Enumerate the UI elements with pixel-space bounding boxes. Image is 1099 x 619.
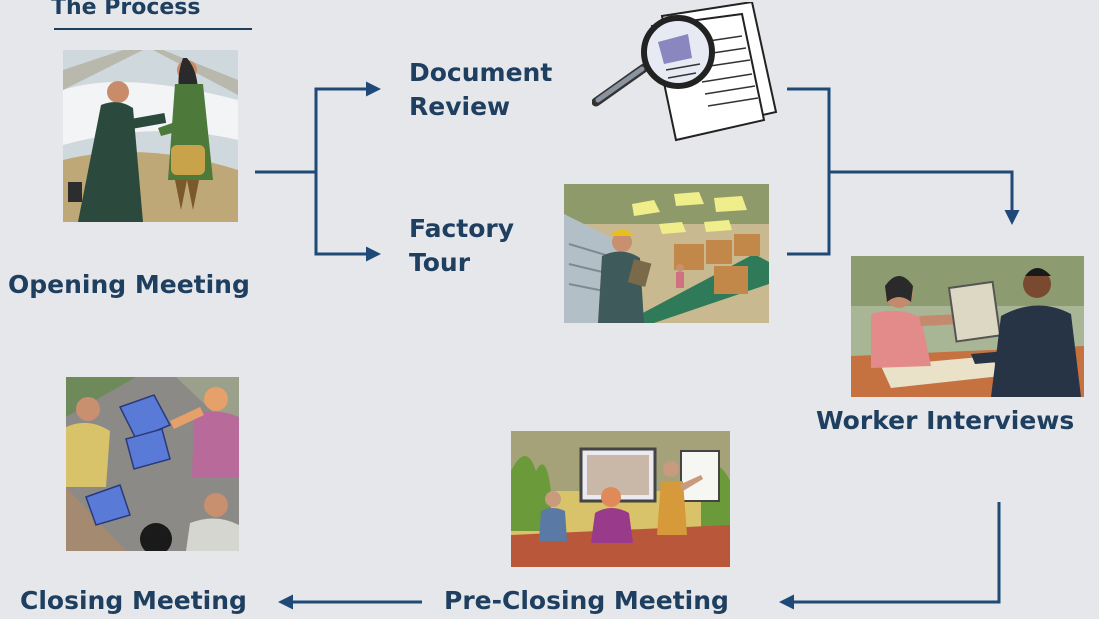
- arrow-to-factory-tour: [314, 172, 381, 262]
- step-worker-interviews: Worker Interviews: [816, 406, 1075, 435]
- factory-worker-clipart: [564, 184, 769, 323]
- connector-document-review-out: [787, 87, 831, 256]
- arrow-to-document-review: [314, 81, 381, 172]
- arrow-to-pre-closing: [779, 502, 1001, 610]
- arrow-to-worker-interviews: [829, 170, 1020, 225]
- title-underline: [54, 28, 252, 30]
- magnifier-document-clipart: [592, 2, 778, 142]
- diagram-title: The Process: [51, 0, 201, 20]
- step-pre-closing-meeting: Pre-Closing Meeting: [444, 586, 729, 615]
- presentation-clipart: [511, 431, 730, 567]
- team-meeting-clipart: [66, 377, 239, 551]
- handshake-clipart: [63, 50, 238, 222]
- step-factory-tour: Factory Tour: [409, 214, 515, 277]
- interview-clipart: [851, 256, 1084, 397]
- step-document-review: Document Review: [409, 58, 553, 121]
- step-closing-meeting: Closing Meeting: [20, 586, 247, 615]
- step-opening-meeting: Opening Meeting: [8, 270, 250, 299]
